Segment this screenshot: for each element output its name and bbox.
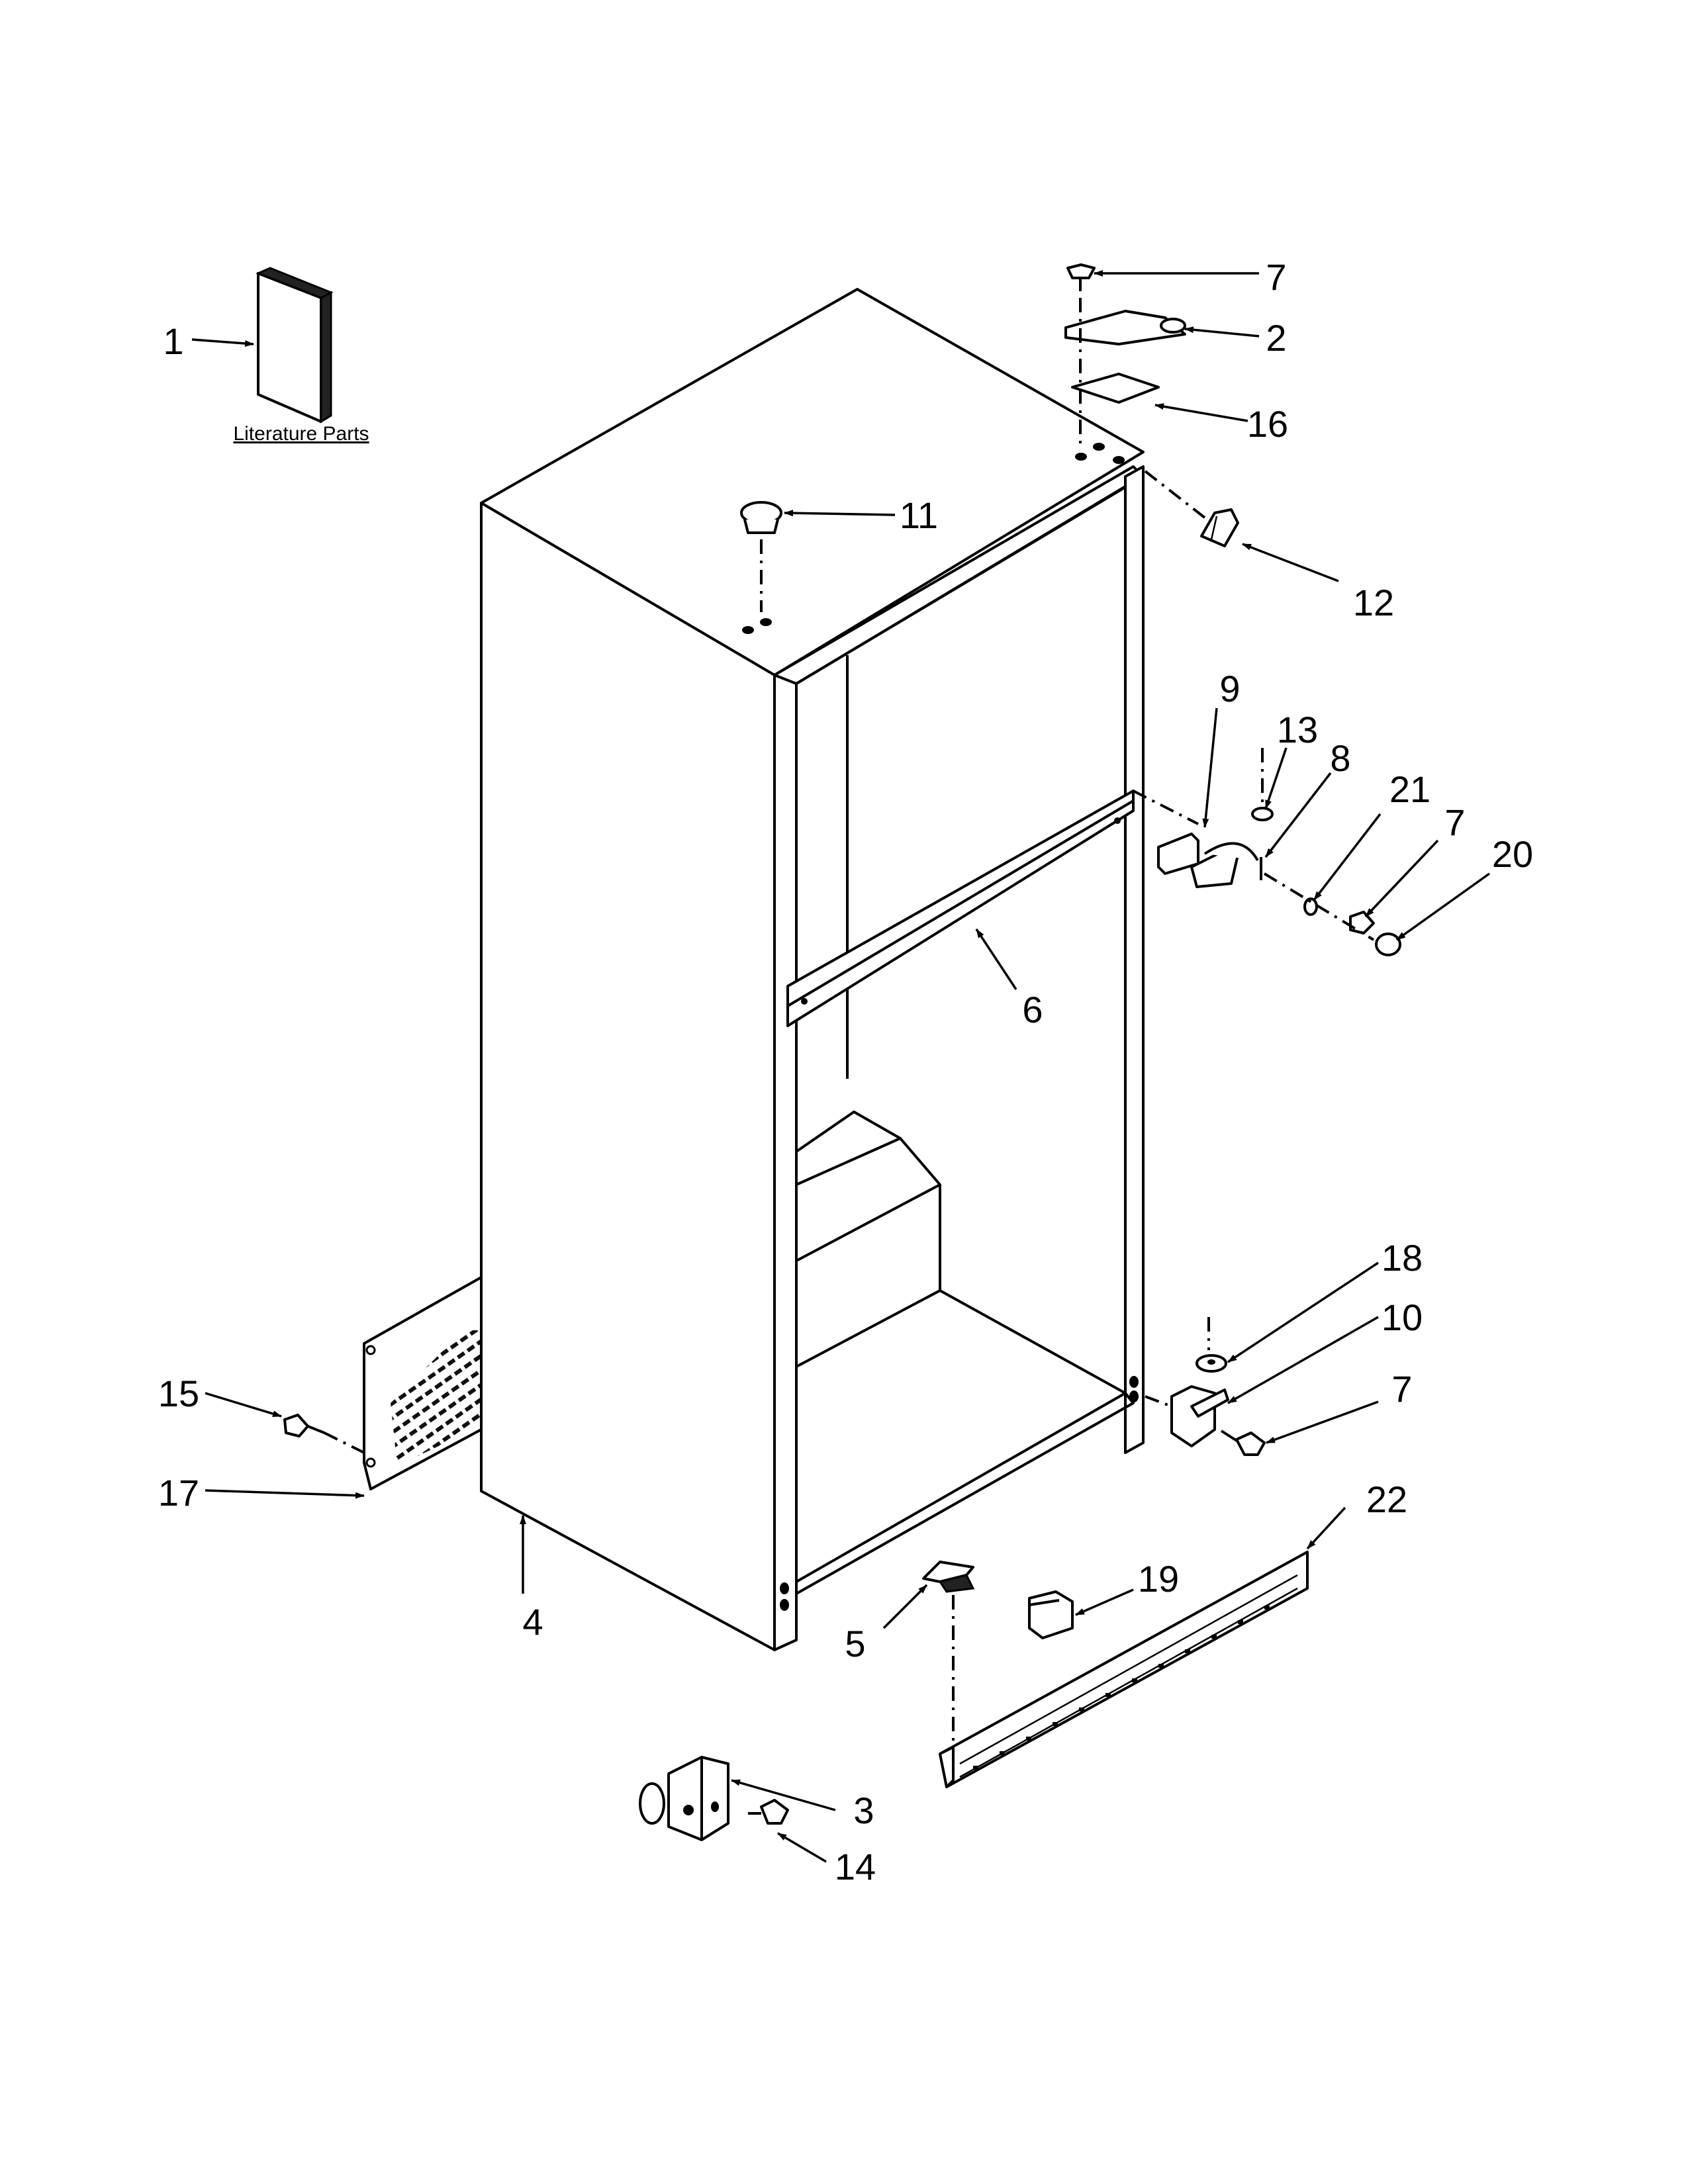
callout-8: 8 bbox=[1330, 737, 1350, 779]
top-holes bbox=[742, 443, 1139, 1611]
callout-1: 1 bbox=[163, 320, 183, 362]
callout-21: 21 bbox=[1389, 768, 1430, 810]
callout-19: 19 bbox=[1138, 1558, 1179, 1600]
callout-10: 10 bbox=[1382, 1297, 1423, 1338]
center-hinge bbox=[1133, 748, 1401, 956]
base-grille bbox=[939, 1551, 1309, 1788]
callout-9: 9 bbox=[1219, 668, 1240, 709]
rear-access-cover bbox=[363, 1276, 483, 1490]
roller-bracket bbox=[639, 1756, 729, 1841]
trim-clip bbox=[1028, 1590, 1074, 1639]
literature-booklet bbox=[256, 267, 334, 424]
callout-13: 13 bbox=[1277, 709, 1318, 751]
top-hinge bbox=[1064, 263, 1186, 450]
literature-parts-label: Literature Parts bbox=[233, 423, 369, 445]
callout-6: 6 bbox=[1022, 989, 1043, 1030]
callout-4: 4 bbox=[522, 1601, 543, 1643]
callout-5: 5 bbox=[845, 1623, 865, 1664]
callout-16: 16 bbox=[1247, 403, 1288, 445]
callout-22: 22 bbox=[1366, 1479, 1407, 1520]
rear-cover-screw bbox=[283, 1414, 365, 1454]
hole-plug bbox=[740, 501, 782, 612]
door-stop bbox=[1144, 470, 1239, 547]
callout-17: 17 bbox=[158, 1472, 199, 1514]
callout-20: 20 bbox=[1492, 833, 1533, 875]
callout-2: 2 bbox=[1266, 317, 1286, 359]
callout-7-center: 7 bbox=[1444, 801, 1465, 843]
leveling-leg bbox=[922, 1561, 975, 1757]
leader-lines bbox=[191, 270, 1491, 1863]
callout-7-top: 7 bbox=[1266, 256, 1286, 298]
divider-rail bbox=[786, 790, 1135, 1027]
refrigerator-cabinet bbox=[480, 288, 1145, 1651]
callout-3: 3 bbox=[853, 1790, 874, 1831]
compressor-hump bbox=[795, 1111, 1135, 1595]
callout-14: 14 bbox=[835, 1846, 876, 1888]
callout-18: 18 bbox=[1382, 1237, 1423, 1279]
bottom-hinge bbox=[1145, 1317, 1266, 1456]
callout-11: 11 bbox=[900, 494, 938, 536]
callout-12: 12 bbox=[1353, 582, 1394, 623]
callout-15: 15 bbox=[158, 1373, 199, 1414]
roller-screw bbox=[748, 1799, 789, 1825]
callout-7-bottom: 7 bbox=[1391, 1368, 1412, 1410]
